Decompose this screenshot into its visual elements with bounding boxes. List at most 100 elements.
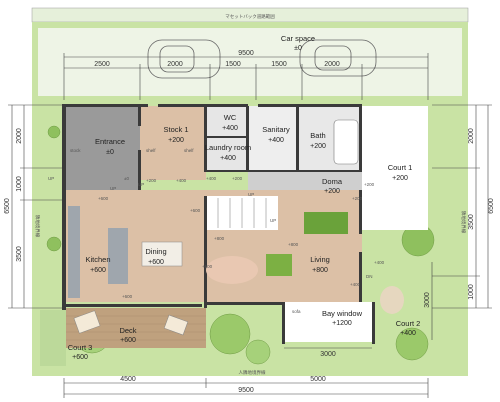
right-dim-part: 1000 [468,284,475,300]
top-dim-total: 9500 [238,50,254,57]
wc-floor [206,106,248,138]
level-mark: +200 [146,178,157,183]
up-mark: UP [270,218,276,223]
left-dim-part: 1000 [16,176,23,192]
room-level: +600 [148,259,164,266]
room-name: Dining [145,247,166,256]
level-mark: +800 [214,236,225,241]
kitchen-counter [68,206,80,298]
sanitary-floor [248,106,298,170]
level-mark: ±0 [124,176,129,181]
room-name: Deck [119,326,136,335]
room-name: Court 1 [388,163,413,172]
room-level: +200 [168,137,184,144]
room-name: Bay window [322,309,363,318]
level-mark: +400 [374,260,385,265]
bay-window-floor [284,302,372,342]
bottom-dim-part: 4500 [120,376,136,383]
car-left [147,39,221,79]
car-space-level: ±0 [294,45,302,52]
room-name: Court 3 [68,343,93,352]
level-mark: +200 [232,176,243,181]
dining-table [141,241,183,267]
up-mark: UP [138,182,144,187]
court1-ground [362,106,428,230]
level-mark: +400 [206,176,217,181]
level-mark: +600 [202,264,213,269]
room-level: +600 [120,337,136,344]
room-name: Living [310,255,330,264]
car-space-area [38,28,462,96]
up-mark: UP [248,192,254,197]
level-mark: +200 [364,182,375,187]
room-level: ±0 [106,149,114,156]
up-mark: UP [48,176,54,181]
walls [62,104,375,344]
level-mark: +400 [176,178,187,183]
right-boundary-note: 隣地境界線 [460,211,467,234]
bottom-dim-part: 5000 [310,376,326,383]
room-level: +400 [400,330,416,337]
top-dim-part: 1500 [225,61,241,68]
right-dim-part: 3500 [468,214,475,230]
dn-label: DN [366,274,373,279]
up-mark: UP [110,186,116,191]
room-name: Court 2 [396,319,421,328]
bottom-dimension-lines [63,347,429,398]
room-level: +600 [90,267,106,274]
left-dim-part: 2000 [16,128,23,144]
court3-ground [40,310,66,366]
room-level: +200 [310,143,326,150]
bay-dim: 3000 [320,351,336,358]
living-rug [206,256,258,284]
room-name: Kitchen [85,255,110,264]
top-dimension-lines [63,53,429,100]
right-dim-part: 2000 [468,128,475,144]
laundry-floor [206,138,248,172]
room-level: +200 [324,188,340,195]
room-name: WC [224,113,237,122]
room-level: +400 [222,125,238,132]
room-level: +400 [220,155,236,162]
level-mark: +600 [190,208,201,213]
shelf-label: shelf [146,148,156,153]
level-mark: +800 [288,242,299,247]
top-dim-part: 2000 [167,61,183,68]
level-mark: +200 [352,196,363,201]
left-dim-part: 3500 [16,246,23,262]
left-dim-total: 6500 [4,198,11,214]
level-mark: +400 [350,282,361,287]
bath-tub [333,119,359,165]
car-right [299,39,377,77]
stock-label: stock [70,148,81,153]
sofa-label: sofa [292,309,301,314]
room-name: Entrance [95,137,125,146]
level-mark: +600 [122,294,133,299]
bottom-dim-total: 9500 [238,387,254,394]
car-space-label: Car space [281,34,315,43]
room-name: Bath [310,131,325,140]
entrance-floor [66,106,140,190]
top-dim-part: 1500 [271,61,287,68]
room-level: +1200 [332,320,352,327]
stock-floor [140,106,206,180]
right-dimension-lines [431,104,492,340]
bottom-boundary-note: 人隣地境界線 [239,369,266,376]
deck-chair [163,314,189,336]
living-sofa [304,212,348,234]
court2-table [380,286,404,314]
left-boundary-note: 隣地境界線 [34,215,41,238]
level-mark: +600 [98,196,109,201]
room-name: Doma [322,177,343,186]
living-table [266,254,292,276]
kitchen-island [108,228,128,284]
room-level: +400 [268,137,284,144]
right-dim-total: 6500 [488,198,495,214]
top-dim-part: 2500 [94,61,110,68]
room-level: +200 [392,175,408,182]
room-level: +600 [72,354,88,361]
room-name: Laundry room [205,143,251,152]
shelf-label: shelf [184,148,194,153]
setback-road-note: マセットバック道路範囲 [225,13,275,20]
